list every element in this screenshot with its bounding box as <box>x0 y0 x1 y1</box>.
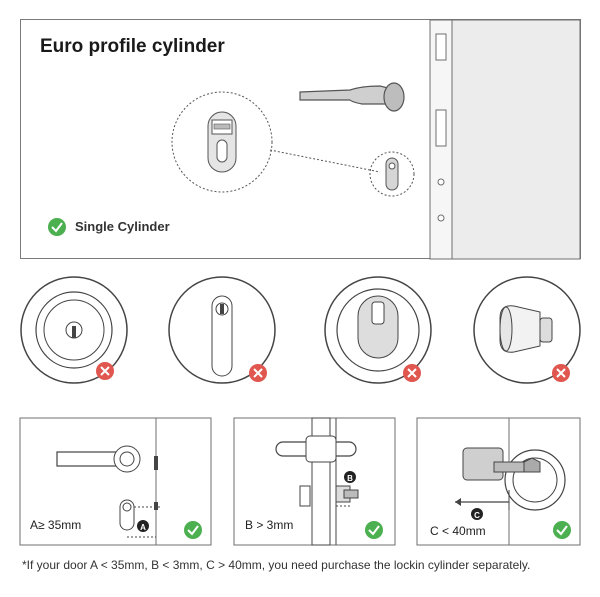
panel-b-artwork: B <box>233 417 396 546</box>
single-cylinder-label: Single Cylinder <box>75 219 170 234</box>
marker-b: B <box>347 474 353 483</box>
panel-c-artwork: C <box>416 417 581 546</box>
incompatible-deadbolt <box>20 276 128 384</box>
measurement-b: B > 3mm <box>245 518 294 532</box>
marker-c: C <box>474 511 480 520</box>
measurement-c: C < 40mm <box>430 524 486 538</box>
lever-handle <box>299 82 405 112</box>
door-edge <box>429 19 581 260</box>
cross-icon <box>249 364 267 382</box>
check-icon <box>365 521 383 539</box>
measurement-a: A≥ 35mm <box>30 518 82 532</box>
cross-icon <box>552 364 570 382</box>
cylinder-zoom <box>171 91 415 197</box>
single-cylinder-check-icon <box>48 218 66 236</box>
cross-icon <box>96 362 114 380</box>
check-icon <box>184 521 202 539</box>
marker-a: A <box>140 523 146 532</box>
page-title: Euro profile cylinder <box>40 36 225 57</box>
check-icon <box>553 521 571 539</box>
panel-a-artwork: A <box>19 417 212 546</box>
footnote: *If your door A < 35mm, B < 3mm, C > 40m… <box>22 558 531 572</box>
incompatible-oval-cylinder <box>324 276 432 384</box>
incompatible-knob <box>473 276 581 384</box>
cross-icon <box>403 364 421 382</box>
incompatible-plate-lock <box>168 276 276 384</box>
